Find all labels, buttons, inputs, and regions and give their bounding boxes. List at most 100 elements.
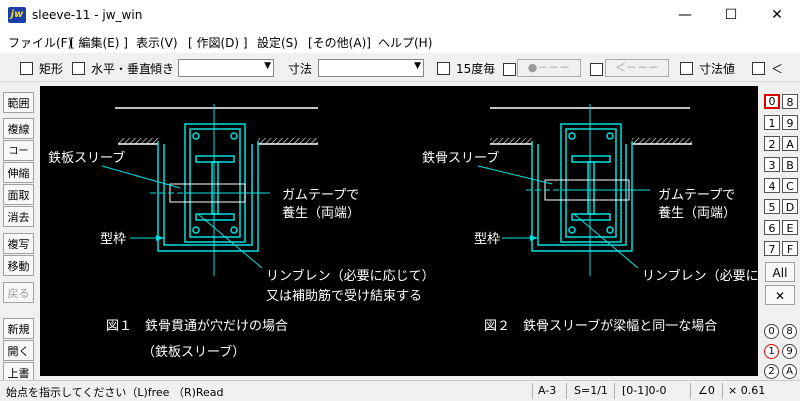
fig1-rebar-label-1: リンブレン（必要に応じて） [266, 268, 435, 283]
corner-button[interactable]: コーナー [3, 140, 34, 178]
chevron-down-icon: ▼ [264, 61, 271, 71]
fig1-form-label: 型枠 [100, 231, 126, 246]
drawing-canvas[interactable]: 鉄板スリーブ ガムテープで 養生（両端） 型枠 リンブレン（必要に応じて） 又は… [40, 86, 758, 376]
scale-indicator[interactable]: S=1/1 [574, 384, 608, 397]
dim-combo[interactable]: ▼ [318, 59, 424, 77]
dotline-checkbox[interactable] [503, 63, 516, 76]
figure-1 [101, 104, 318, 276]
layer-8-button[interactable]: 8 [782, 94, 798, 109]
minimize-button[interactable]: — [678, 7, 692, 23]
layer-b-button[interactable]: B [782, 157, 798, 172]
dimval-checkbox[interactable] [680, 62, 693, 75]
figure-2-labels: 鉄骨スリーブ ガムテープで 養生（両端） 型枠 リンブレン（必要に 図２ 鉄骨ス… [422, 150, 758, 333]
undo-button[interactable]: 戻る [3, 282, 34, 303]
layer-3-button[interactable]: 3 [764, 157, 780, 172]
layer-1-button[interactable]: 1 [764, 115, 780, 130]
layer-indicator[interactable]: [0-1]0-0 [622, 384, 667, 397]
figure-1-labels: 鉄板スリーブ ガムテープで 養生（両端） 型枠 リンブレン（必要に応じて） 又は… [48, 150, 435, 359]
zoom-indicator[interactable]: × 0.61 [728, 384, 766, 397]
rect-checkbox[interactable] [20, 62, 33, 75]
new-button[interactable]: 新規 [3, 318, 34, 339]
fig2-rebar-label: リンブレン（必要に [642, 268, 758, 283]
all-layers-button[interactable]: All [765, 262, 795, 282]
arrowline-button[interactable]: ＜－－－ [605, 59, 669, 77]
group-2-button[interactable]: 2 [764, 364, 779, 379]
deg15-label: 15度毎 [456, 62, 496, 76]
paper-size[interactable]: A-3 [538, 384, 557, 397]
fig1-tape-label-2: 養生（両端） [282, 205, 360, 220]
layer-4-button[interactable]: 4 [764, 178, 780, 193]
fig1-caption-1: 図１ 鉄骨貫通が穴だけの場合 [106, 318, 288, 333]
fig2-sleeve-label: 鉄骨スリーブ [422, 150, 499, 165]
layer-c-button[interactable]: C [782, 178, 798, 193]
rect-toggle[interactable]: 矩形 [20, 60, 63, 77]
dim-label: 寸法 [288, 62, 313, 76]
group-0-button[interactable]: 0 [764, 324, 779, 339]
figure-2 [477, 104, 692, 276]
range-button[interactable]: 範囲 [3, 92, 34, 113]
left-tool-panel: 範囲 複線 コーナー 伸縮 面取 消去 複写 移動 戻る 新規 開く 上書 [0, 88, 38, 384]
status-divider [722, 383, 723, 399]
lt-toggle[interactable]: ＜ [752, 60, 783, 77]
parallel-line-button[interactable]: 複線 [3, 118, 34, 139]
menu-view[interactable]: 表示(V) [136, 36, 178, 50]
layer-0-button[interactable]: 0 [764, 94, 780, 109]
toolbar: 矩形 水平・垂直 傾き ▼ 寸法 ▼ 15度毎 ●－－－ ＜－－－ 寸法値 ＜ [0, 55, 800, 82]
layer-a-button[interactable]: A [782, 136, 798, 151]
fig1-caption-2: （鉄板スリーブ） [142, 344, 245, 359]
layer-f-button[interactable]: F [782, 241, 798, 256]
chevron-down-icon: ▼ [414, 61, 421, 71]
cad-drawing: 鉄板スリーブ ガムテープで 養生（両端） 型枠 リンブレン（必要に応じて） 又は… [48, 104, 758, 359]
group-1-button[interactable]: 1 [764, 344, 779, 359]
fig2-form-label: 型枠 [474, 231, 500, 246]
layer-panel: 0 8 1 9 2 A 3 B 4 C 5 D 6 E 7 F All ✕ 0 … [760, 88, 800, 384]
menu-draw[interactable]: [ 作図(D) ] [188, 36, 248, 50]
save-button[interactable]: 上書 [3, 362, 34, 383]
arrowline-checkbox[interactable] [590, 63, 603, 76]
fig2-tape-label-1: ガムテープで [658, 187, 735, 202]
menu-edit[interactable]: [ 編集(E) ] [70, 36, 128, 50]
copy-button[interactable]: 複写 [3, 233, 34, 254]
window-title: sleeve-11 - jw_win [32, 8, 143, 22]
hv-checkbox[interactable] [72, 62, 85, 75]
layer-2-button[interactable]: 2 [764, 136, 780, 151]
layer-d-button[interactable]: D [782, 199, 798, 214]
title-bar: jw sleeve-11 - jw_win — ☐ ✕ [0, 0, 800, 31]
angle-indicator[interactable]: ∠0 [698, 384, 715, 397]
fig1-rebar-label-2: 又は補助筋で受け結束する [266, 288, 422, 303]
dotline-button[interactable]: ●－－－ [517, 59, 581, 77]
status-bar: 始点を指示してください（L)free （R)Read A-3 S=1/1 [0-… [0, 380, 800, 401]
menu-settings[interactable]: 設定(S) [257, 36, 298, 50]
layer-7-button[interactable]: 7 [764, 241, 780, 256]
tilt-label: 傾き [150, 62, 175, 76]
group-a-button[interactable]: A [782, 364, 797, 379]
close-layers-button[interactable]: ✕ [765, 285, 795, 305]
deg15-toggle[interactable]: 15度毎 [437, 60, 495, 77]
group-8-button[interactable]: 8 [782, 324, 797, 339]
maximize-button[interactable]: ☐ [724, 7, 738, 23]
layer-6-button[interactable]: 6 [764, 220, 780, 235]
layer-e-button[interactable]: E [782, 220, 798, 235]
open-button[interactable]: 開く [3, 340, 34, 361]
menu-help[interactable]: ヘルプ(H) [378, 36, 433, 50]
dimval-toggle[interactable]: 寸法値 [680, 60, 735, 77]
menu-file[interactable]: ファイル(F) [8, 36, 73, 50]
erase-button[interactable]: 消去 [3, 206, 34, 227]
dimval-label: 寸法値 [699, 62, 736, 76]
hv-toggle[interactable]: 水平・垂直 [72, 60, 151, 77]
menu-other[interactable]: [その他(A)] [308, 36, 371, 50]
layer-5-button[interactable]: 5 [764, 199, 780, 214]
tilt-combo[interactable]: ▼ [178, 59, 274, 77]
chamfer-button[interactable]: 面取 [3, 184, 34, 205]
group-9-button[interactable]: 9 [782, 344, 797, 359]
status-divider [614, 383, 615, 399]
deg15-checkbox[interactable] [437, 62, 450, 75]
stretch-button[interactable]: 伸縮 [3, 162, 34, 183]
layer-9-button[interactable]: 9 [782, 115, 798, 130]
lt-checkbox[interactable] [752, 62, 765, 75]
move-button[interactable]: 移動 [3, 255, 34, 276]
close-button[interactable]: ✕ [771, 7, 783, 23]
status-divider [566, 383, 567, 399]
hv-label: 水平・垂直 [91, 62, 152, 76]
status-divider [690, 383, 691, 399]
